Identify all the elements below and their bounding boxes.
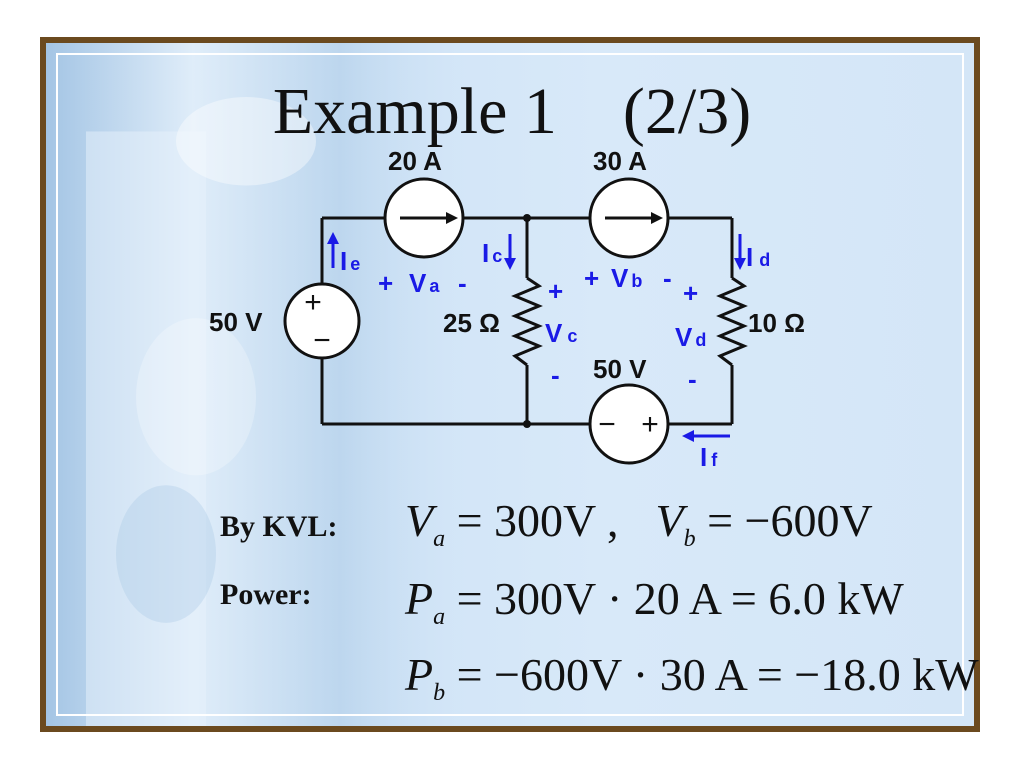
- label-va-minus: -: [458, 268, 467, 298]
- kvl-label: By KVL:: [220, 510, 338, 543]
- voltage-source-50v-left: [283, 282, 361, 360]
- power-equation-a: Pa = 300V · 20 A = 6.0 kW: [405, 573, 904, 630]
- arrow-down-icon: [504, 258, 516, 270]
- label-vc-plus: +: [548, 276, 563, 306]
- source-plus-sign: +: [304, 286, 322, 319]
- label-vd-plus: +: [683, 278, 698, 308]
- label-20a: 20 A: [388, 146, 442, 176]
- kvl-equation: Va = 300V , Vb = −600V: [405, 495, 873, 552]
- power-equation-b: Pb = −600V · 30 A = −18.0 kW: [405, 649, 979, 706]
- label-50v-bottom: 50 V: [593, 354, 647, 384]
- label-50v-left: 50 V: [209, 307, 263, 337]
- arrow-left-icon: [682, 430, 694, 442]
- label-vc-minus: -: [551, 360, 560, 390]
- arrow-right-icon: [446, 212, 458, 224]
- source-minus-sign: −: [313, 324, 331, 357]
- label-vb-plus: +: [584, 263, 599, 293]
- label-vd-minus: -: [688, 364, 697, 394]
- label-10-ohm: 10 Ω: [748, 308, 805, 338]
- voltage-source-50v-bottom: [588, 383, 670, 465]
- junction-node: [523, 420, 531, 428]
- power-label: Power:: [220, 578, 312, 611]
- background-column-image: [46, 43, 466, 726]
- label-30a: 30 A: [593, 146, 647, 176]
- source-plus-sign: +: [641, 408, 659, 441]
- junction-node: [523, 214, 531, 222]
- slide-title: Example 1 (2/3): [272, 75, 752, 148]
- resistor-10-ohm: [716, 276, 748, 367]
- label-25-ohm: 25 Ω: [443, 308, 500, 338]
- arrow-up-icon: [327, 232, 339, 244]
- slide-frame: [40, 37, 980, 732]
- source-minus-sign: −: [598, 408, 616, 441]
- arrow-down-icon: [734, 258, 746, 270]
- label-vb-minus: -: [663, 263, 672, 293]
- label-va-plus: +: [378, 268, 393, 298]
- arrow-right-icon: [651, 212, 663, 224]
- resistor-25-ohm: [511, 276, 543, 367]
